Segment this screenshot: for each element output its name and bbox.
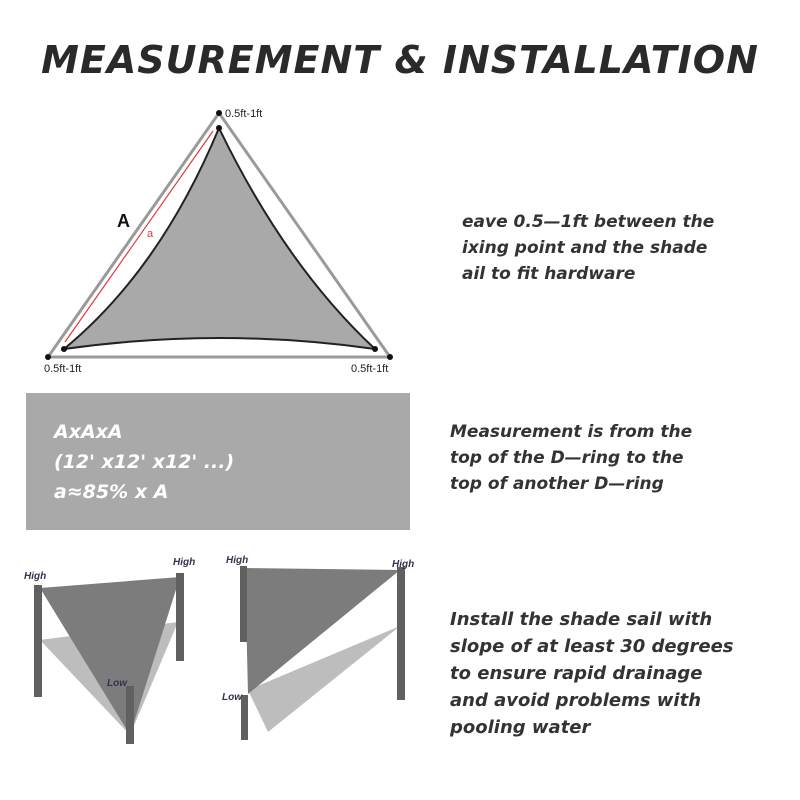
slope-note-line: to ensure rapid drainage [450,663,703,684]
gap-note-line: eave 0.5—1ft between the [462,212,715,232]
formula-panel: AxAxA (12' x12' x12' ...) a≈85% x A [26,393,410,530]
high-label-right: High [392,559,414,570]
post-left-low [241,695,248,740]
outer-triangle [45,110,393,359]
post-left-high [240,566,247,642]
side-a-label: A [117,211,130,231]
gap-note-line: ail to fit hardware [462,264,636,284]
slope-note-line: and avoid problems with [450,690,702,711]
gap-note-line: ixing point and the shade [462,238,708,258]
post-center-low [126,686,134,744]
shade-sail-triangle [60,125,379,351]
side-a-inner-label: a [147,228,154,240]
measurement-note-line: top of another D—ring [450,474,664,494]
high-label-right: High [173,557,195,568]
sail-front-dark [245,568,400,694]
right-gap-label: 0.5ft-1ft [351,363,388,375]
install-illustration-left: High High Low [24,557,195,744]
anchor-point-right [387,354,393,360]
sail-front-dark [40,577,180,735]
anchor-point-top [216,110,222,116]
measure-line-a [64,130,214,343]
slope-note-line: Install the shade sail with [450,609,713,630]
triangle-measurement-diagram: 0.5ft-1ft 0.5ft-1ft 0.5ft-1ft A a [44,108,393,375]
anchor-point-left [45,354,51,360]
formula-line: AxAxA [54,421,123,443]
high-label-left: High [226,555,248,566]
left-gap-label: 0.5ft-1ft [44,363,81,375]
measurement-note-line: Measurement is from the [450,422,693,442]
low-label: Low [222,692,243,703]
gap-note: eave 0.5—1ft between the ixing point and… [462,209,714,287]
d-ring-right [372,346,378,352]
d-ring-top [216,125,222,131]
slope-note-line: pooling water [450,717,591,738]
install-illustration-right: High High Low [222,555,414,740]
measurement-note-line: top of the D—ring to the [450,448,684,468]
high-label-left: High [24,571,46,582]
slope-note-line: slope of at least 30 degrees [450,636,734,657]
top-gap-label: 0.5ft-1ft [225,108,262,120]
slope-note: Install the shade sail with slope of at … [450,606,734,741]
low-label: Low [107,678,128,689]
page-title: MEASUREMENT & INSTALLATION [41,38,759,82]
post-right-high [176,573,184,661]
formula-line: (12' x12' x12' ...) [54,451,235,473]
measurement-note: Measurement is from the top of the D—rin… [450,419,692,497]
sail-back-light [248,626,400,732]
post-right-high [397,567,405,700]
formula-line: a≈85% x A [54,481,169,503]
post-left-high [34,585,42,697]
d-ring-left [61,346,67,352]
